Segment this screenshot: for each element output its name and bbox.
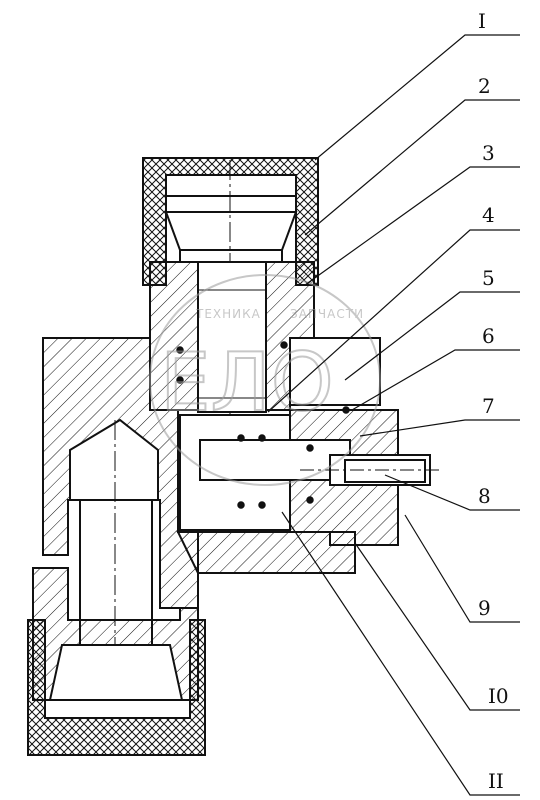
spool-assembly (179, 414, 440, 531)
callout-8: 8 (478, 484, 491, 508)
leader-lines (267, 34, 520, 796)
callout-labels: I 2 3 4 5 6 7 8 9 I0 II (478, 9, 509, 793)
lower-fitting (27, 567, 206, 756)
callout-6: 6 (482, 324, 495, 348)
callout-4: 4 (482, 203, 495, 227)
callout-3: 3 (482, 141, 495, 165)
seal-rings (176, 341, 350, 509)
callout-5: 5 (482, 266, 495, 290)
watermark-logo: ЕЛО (160, 336, 334, 429)
callout-10: I0 (488, 684, 509, 708)
callout-7: 7 (482, 394, 495, 418)
watermark-text-left: ТЕХНИКА (195, 307, 261, 321)
top-cap (142, 157, 319, 286)
callout-1: I (478, 9, 486, 33)
callout-11: II (488, 769, 504, 793)
callout-2: 2 (478, 74, 491, 98)
callout-9: 9 (478, 596, 491, 620)
watermark-text-right: ЗАПЧАСТИ (290, 307, 364, 321)
watermark: ТЕХНИКА ЗАПЧАСТИ ЕЛО (149, 274, 381, 486)
